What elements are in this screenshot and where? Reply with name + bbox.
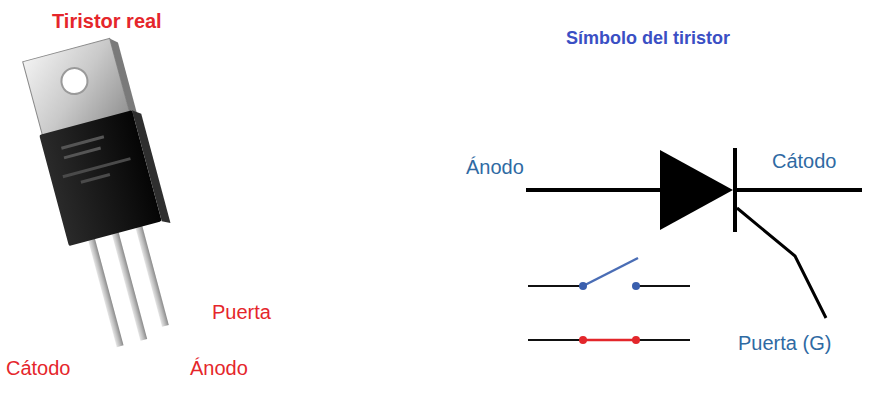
mounting-hole [59, 65, 91, 97]
pin-name: Cátodo [6, 357, 71, 380]
anode-wire [526, 188, 662, 192]
switch-contact [632, 336, 640, 344]
switch-wire [528, 339, 583, 341]
pin-name: Ánodo [190, 357, 248, 380]
switch-wire [636, 285, 690, 287]
terminal-name: Ánodo [466, 156, 524, 179]
switch-lever [583, 339, 636, 342]
marking [64, 147, 101, 160]
tab-side [110, 37, 139, 122]
switch-contact [579, 282, 587, 290]
marking [62, 157, 130, 178]
marking [81, 173, 111, 184]
photo-heading: Tiristor real [52, 10, 162, 33]
cathode-wire [735, 188, 862, 192]
open-switch [528, 258, 690, 290]
thyristor-photo [20, 36, 198, 353]
switch-wire [636, 339, 690, 341]
switch-wire [528, 285, 583, 287]
terminal-name: Puerta (G) [738, 332, 831, 355]
body-side [132, 108, 171, 225]
gate-lead [135, 224, 169, 326]
switch-lever [583, 258, 638, 286]
diode-triangle [660, 150, 733, 230]
terminal-name: Cátodo [772, 150, 837, 173]
switch-contact [632, 282, 640, 290]
gate-wire [737, 208, 826, 318]
thyristor-symbol [526, 148, 862, 318]
switch-contact [579, 336, 587, 344]
symbol-heading: Símbolo del tiristor [566, 28, 730, 49]
closed-switch [528, 336, 690, 344]
pin-name: Puerta [212, 301, 271, 324]
